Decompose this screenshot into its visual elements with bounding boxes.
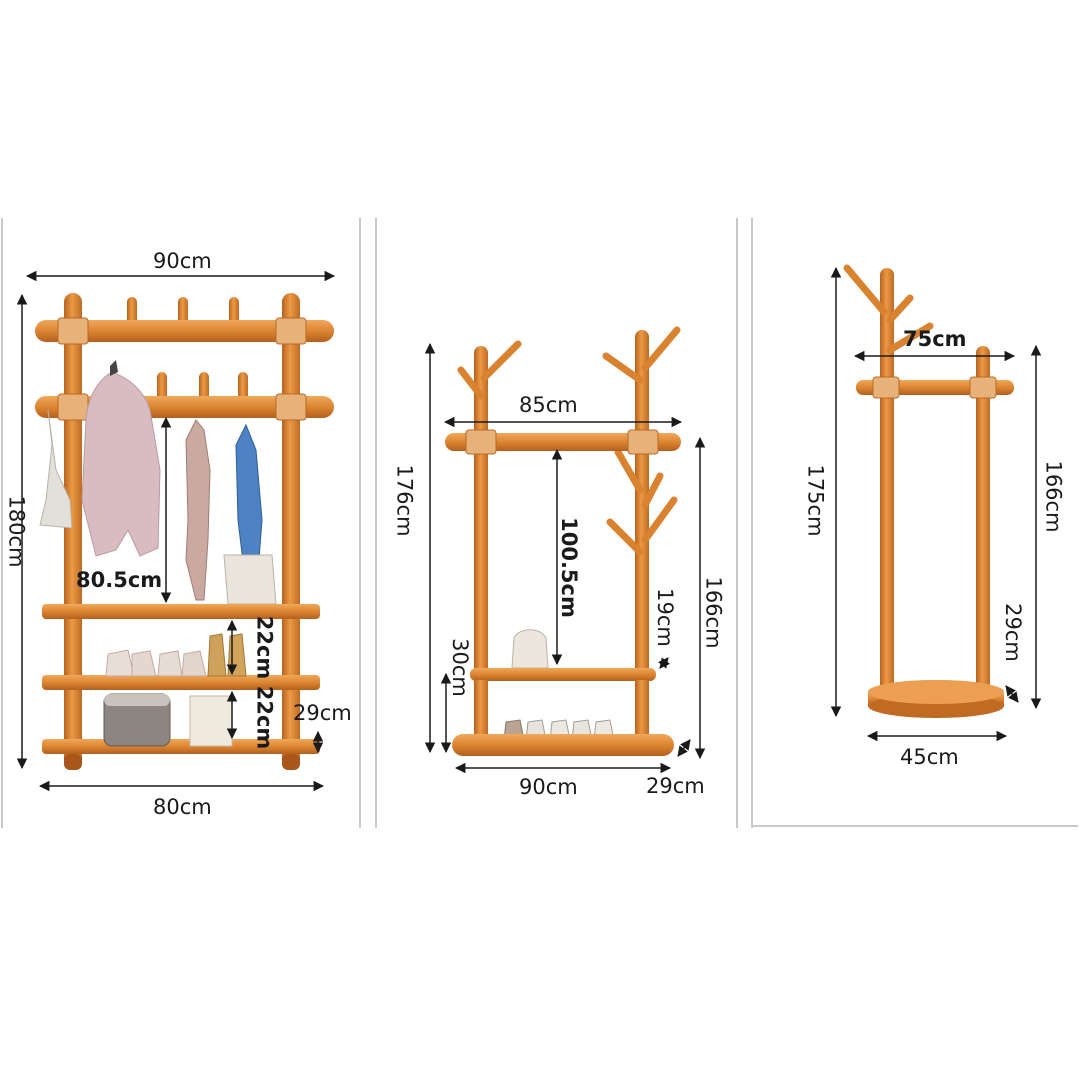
label-base-width-45: 45cm bbox=[900, 745, 959, 769]
dimension-lines-panel-3 bbox=[830, 266, 1042, 742]
tree-branch-rack-illustration bbox=[445, 326, 681, 756]
hanging-bag bbox=[39, 409, 73, 529]
label-base-depth-29: 29cm bbox=[1000, 603, 1025, 662]
label-bar-width-85: 85cm bbox=[519, 393, 578, 417]
storage-boxes bbox=[103, 693, 233, 747]
label-base-depth-29: 29cm bbox=[646, 774, 705, 798]
handbag bbox=[223, 554, 277, 605]
label-depth: 29cm bbox=[293, 701, 352, 725]
label-hanging-height-100-5: 100.5cm bbox=[556, 517, 581, 618]
label-base-width-90: 90cm bbox=[519, 775, 578, 799]
standing-coat-tree-illustration bbox=[843, 264, 1014, 718]
label-total-height-175: 175cm bbox=[803, 464, 828, 537]
label-total-height-176: 176cm bbox=[392, 464, 417, 537]
coat-rack-with-shelves-illustration bbox=[35, 293, 334, 770]
label-shelf-gap-upper: 22cm bbox=[252, 615, 277, 680]
label-bar-width-75: 75cm bbox=[903, 327, 967, 351]
shoes-upper-shelf bbox=[105, 633, 247, 677]
label-shelf-height-30: 30cm bbox=[447, 638, 472, 697]
label-base-width: 80cm bbox=[153, 795, 212, 819]
dimension-lines-panel-1 bbox=[16, 270, 336, 792]
label-height: 180cm bbox=[4, 495, 29, 568]
pink-jacket bbox=[81, 360, 161, 557]
label-hanging-height: 80.5cm bbox=[76, 568, 163, 592]
panel-dividers bbox=[1, 218, 1078, 828]
label-shelf-depth-19: 19cm bbox=[652, 588, 677, 647]
white-handbag bbox=[511, 629, 549, 669]
label-bar-height-166: 166cm bbox=[1041, 460, 1066, 533]
label-bar-height-166: 166cm bbox=[701, 576, 726, 649]
label-top-width: 90cm bbox=[153, 249, 212, 273]
dimension-lines-panel-2 bbox=[424, 342, 706, 774]
blue-shirt bbox=[235, 423, 263, 573]
patterned-shirt bbox=[185, 419, 211, 601]
label-shelf-gap-lower: 22cm bbox=[252, 685, 277, 750]
